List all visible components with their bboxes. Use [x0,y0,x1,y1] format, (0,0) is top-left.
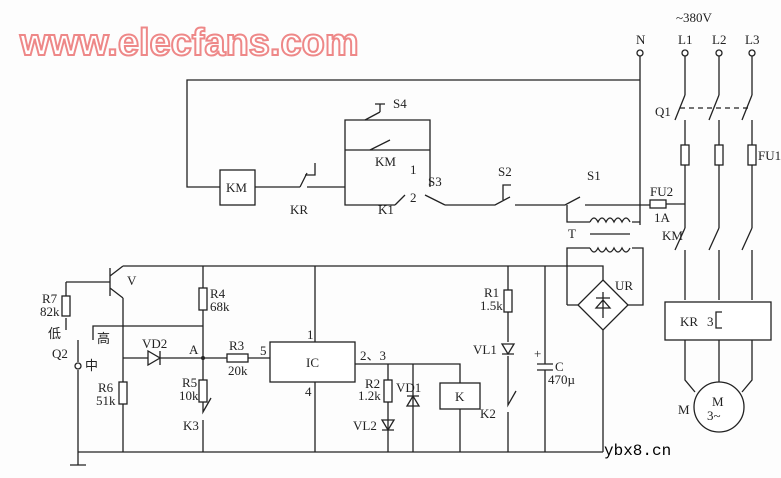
r5-resistor [198,379,208,403]
kr-num: 3 [707,314,714,329]
r7-value: 82k [40,304,60,319]
n-label: N [636,32,646,47]
low-label: 低 [48,326,61,341]
r3-resistor [226,353,249,363]
motor-label: M [678,402,690,417]
s4-label: S4 [393,96,407,111]
r2-resistor [383,379,393,403]
r3-value: 20k [228,363,248,378]
k3-label: K3 [183,418,199,433]
r6-label: R6 [98,380,114,395]
kr-thermal-relay [664,301,772,341]
ic-pin4: 4 [305,384,312,399]
km-coil-label: KM [226,180,247,195]
r2-label: R2 [365,376,380,391]
relay-k-coil [439,382,481,410]
watermark: www.elecfans.com [19,22,359,64]
ur-label: UR [615,278,633,293]
transistor-label: V [127,273,137,288]
motor-symbol: M [712,394,724,409]
c-label: C [555,359,564,374]
kr-contact-label: KR [290,202,308,217]
ic-pin1: 1 [307,327,314,342]
r4-value: 68k [210,299,230,314]
km-contact-label: KM [375,154,396,169]
s3-pos2: 2 [410,190,417,205]
r4-resistor [198,287,208,311]
motor-phase: 3~ [707,408,721,423]
r6-value: 51k [96,393,116,408]
l2-label: L2 [712,32,726,47]
fuse-l1 [680,144,690,166]
vl1-label: VL1 [473,342,497,357]
high-label: 高 [97,331,110,346]
vd2-label: VD2 [142,336,167,351]
r5-label: R5 [182,375,197,390]
ic-pin23: 2、3 [360,348,386,363]
km-coil [219,169,256,206]
vl2-label: VL2 [353,418,377,433]
node-a-label: A [189,342,199,357]
r1-resistor [503,289,513,313]
transformer-label: T [568,226,576,241]
ic-pin5: 5 [260,343,267,358]
r2-value: 1.2k [358,388,381,403]
q2-label: Q2 [52,346,68,361]
ic-label: IC [306,355,319,370]
kr-label-right: KR [680,314,698,329]
source-credit: ybx8.cn [604,442,671,460]
fu2-label: FU2 [650,184,673,199]
fu2-fuse [649,199,667,209]
r5-value: 10k [179,388,199,403]
r1-label: R1 [484,285,499,300]
r3-label: R3 [229,338,244,353]
s3-label: S3 [428,174,442,189]
c-value: 470µ [548,372,576,387]
km-main-label: KM [662,228,683,243]
supply-voltage: ~380V [676,10,713,25]
vd1-label: VD1 [396,380,421,395]
k2-label: K2 [480,406,496,421]
ic-chip [269,341,356,383]
mid-label: 中 [85,358,98,373]
s2-label: S2 [498,164,512,179]
r4-label: R4 [210,286,226,301]
sensor-circuit: V R7 82k 低 Q2 中 高 R6 51k VD2 A R4 68k R5… [40,265,603,466]
fuse-l2 [714,144,724,166]
r6-resistor [118,381,128,405]
k1-label: K1 [378,202,394,217]
l3-label: L3 [745,32,759,47]
fu2-rating: 1A [654,210,671,225]
s3-pos1: 1 [410,162,417,177]
q2-selector [74,362,82,370]
motor [693,381,745,433]
r7-resistor [61,295,71,317]
l1-label: L1 [678,32,692,47]
three-phase-lines: ~380V N L1 L2 L3 Q1 FU1 KM KR 3 M 3~ M [636,10,781,433]
control-circuit: KM KR S4 KM 1 2 K1 S3 S2 S1 FU2 1A T UR [186,79,685,452]
fuse-l3 [747,144,757,166]
s1-label: S1 [587,168,601,183]
q1-label: Q1 [655,104,671,119]
r7-label: R7 [42,291,58,306]
relay-k-label: K [455,389,465,404]
c-plus: + [534,346,541,361]
r1-value: 1.5k [480,298,503,313]
fu1-label: FU1 [758,148,781,163]
